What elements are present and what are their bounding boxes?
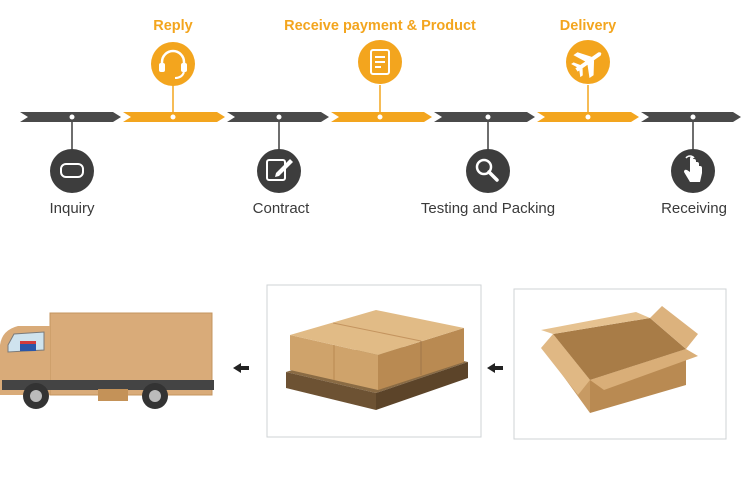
magnifier-icon — [466, 149, 510, 193]
dot-testing — [485, 114, 491, 120]
label-reply: Reply — [153, 18, 193, 34]
dot-receiving — [690, 114, 696, 120]
segment-5 — [434, 112, 535, 122]
bottom-connectors — [71, 122, 694, 150]
headset-icon — [151, 42, 195, 86]
dot-inquiry — [69, 114, 75, 120]
label-delivery: Delivery — [559, 18, 617, 34]
pen-icon — [257, 149, 301, 193]
dot-reply — [170, 114, 176, 120]
dot-contract — [276, 114, 282, 120]
message-icon — [50, 149, 94, 193]
airplane-icon — [566, 40, 610, 84]
label-contract: Contract — [252, 200, 310, 217]
label-inquiry: Inquiry — [49, 200, 95, 217]
timeline-dots — [69, 114, 696, 120]
label-testing-packing: Testing and Packing — [420, 200, 556, 217]
hand-pointer-icon — [671, 149, 715, 193]
dot-delivery — [585, 114, 591, 120]
top-connectors — [172, 85, 589, 112]
dot-payment — [377, 114, 383, 120]
document-icon — [358, 40, 402, 84]
label-receiving: Receiving — [661, 200, 727, 217]
label-receive-payment: Receive payment & Product — [284, 18, 476, 34]
